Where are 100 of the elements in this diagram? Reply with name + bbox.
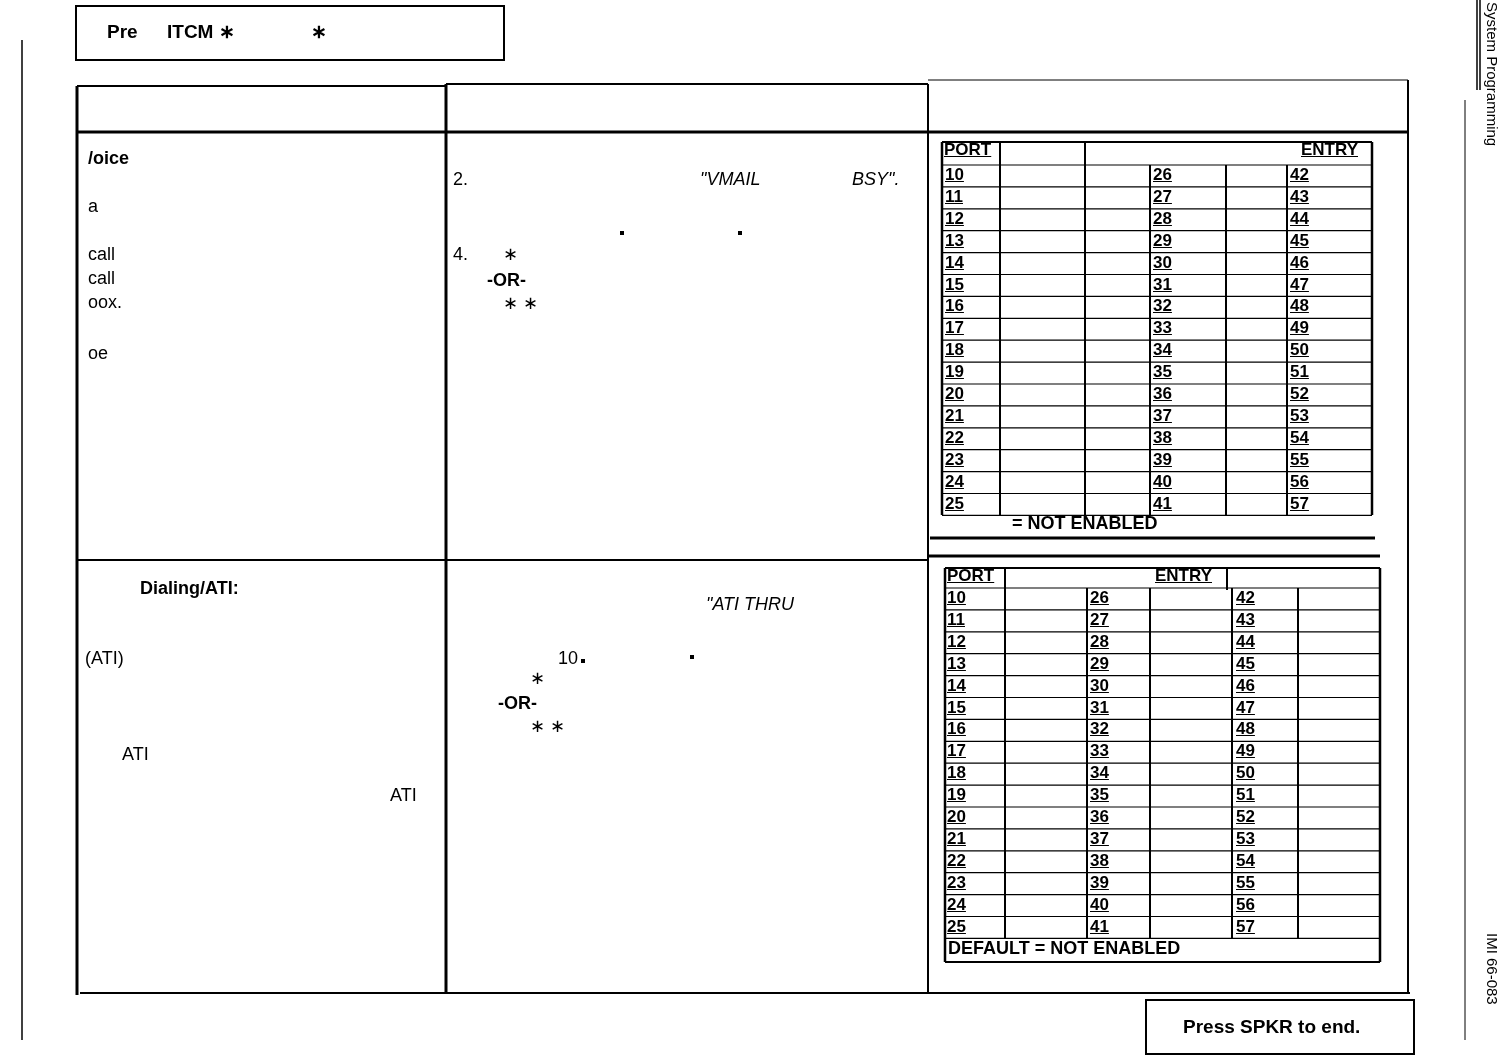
port-number: 16 xyxy=(945,296,964,317)
port-number: 29 xyxy=(1090,653,1109,674)
port-number: 21 xyxy=(947,828,966,849)
port-number: 36 xyxy=(1090,807,1109,827)
port-number: 23 xyxy=(947,872,966,893)
port-number: 44 xyxy=(1290,208,1309,229)
text-fragment: call xyxy=(88,268,115,288)
port-number: 49 xyxy=(1290,318,1309,339)
port-number: 40 xyxy=(1090,894,1109,915)
port-number: 24 xyxy=(947,894,966,915)
port-number: 51 xyxy=(1236,785,1255,806)
asterisk-key: ∗ ∗ xyxy=(530,716,565,736)
instruction-text: Press SPKR to end. xyxy=(1183,1016,1361,1038)
table-note: = NOT ENABLED xyxy=(1012,513,1158,533)
port-number: 22 xyxy=(945,427,964,448)
or-separator: -OR- xyxy=(498,693,537,713)
port-number: 50 xyxy=(1290,340,1309,361)
port-number: 19 xyxy=(947,785,966,806)
port-number: 13 xyxy=(947,653,966,674)
port-number: 43 xyxy=(1290,186,1309,207)
step-number: 4. xyxy=(453,244,468,264)
port-number: 34 xyxy=(1153,340,1172,361)
instruction-text: ∗ xyxy=(311,21,327,43)
port-number: 53 xyxy=(1290,405,1309,426)
instruction-text: ITCM ∗ xyxy=(167,21,235,43)
port-number: 28 xyxy=(1090,631,1109,652)
port-number: 30 xyxy=(1153,252,1172,273)
port-number: 43 xyxy=(1236,609,1255,630)
port-number: 54 xyxy=(1290,427,1309,448)
port-number: 32 xyxy=(1090,719,1109,740)
port-number: 33 xyxy=(1153,318,1172,339)
port-number: 14 xyxy=(945,252,964,273)
port-number: 17 xyxy=(945,318,964,339)
port-number: 23 xyxy=(945,449,964,470)
port-number: 41 xyxy=(1153,493,1172,514)
port-number: 19 xyxy=(945,362,964,383)
port-number: 48 xyxy=(1290,296,1309,317)
text-fragment: oox. xyxy=(88,292,123,312)
port-number: 20 xyxy=(945,384,964,404)
port-number: 32 xyxy=(1153,296,1172,317)
port-number: 57 xyxy=(1290,493,1309,514)
port-number: 12 xyxy=(947,631,966,652)
port-number: 52 xyxy=(1290,384,1309,404)
port-number: 44 xyxy=(1236,631,1255,652)
port-number: 56 xyxy=(1236,894,1255,915)
port-number: 45 xyxy=(1290,230,1309,251)
port-number: 37 xyxy=(1153,405,1172,426)
page-number: IMI 66-083 xyxy=(1484,933,1500,1005)
text-fragment: ATI xyxy=(390,785,417,805)
port-number: 33 xyxy=(1090,741,1109,762)
or-separator: -OR- xyxy=(487,270,526,290)
port-number: 14 xyxy=(947,675,966,696)
port-number: 26 xyxy=(1153,165,1172,185)
port-number: 49 xyxy=(1236,741,1255,762)
port-number: 41 xyxy=(1090,916,1109,937)
port-number: 24 xyxy=(945,471,964,492)
port-number: 51 xyxy=(1290,362,1309,383)
port-number: 21 xyxy=(945,405,964,426)
port-number: 42 xyxy=(1236,588,1255,608)
port-number: 11 xyxy=(945,186,963,207)
port-number: 47 xyxy=(1290,274,1309,295)
port-number: 53 xyxy=(1236,828,1255,849)
asterisk-key: ∗ xyxy=(530,668,545,688)
port-number: 27 xyxy=(1153,186,1172,207)
port-number: 22 xyxy=(947,850,966,871)
port-number: 35 xyxy=(1090,785,1109,806)
port-number: 11 xyxy=(947,609,965,630)
asterisk-key: ∗ ∗ xyxy=(503,293,538,313)
section-heading: Dialing/ATI: xyxy=(140,578,239,598)
port-number: 18 xyxy=(947,763,966,784)
port-number: 34 xyxy=(1090,763,1109,784)
port-number: 10 xyxy=(947,588,966,608)
port-number: 37 xyxy=(1090,828,1109,849)
port-number: 20 xyxy=(947,807,966,827)
port-number: 47 xyxy=(1236,697,1255,718)
table-note: DEFAULT = NOT ENABLED xyxy=(948,938,1181,958)
port-number: 31 xyxy=(1090,697,1109,718)
column-header: PORT xyxy=(944,140,992,160)
port-number: 56 xyxy=(1290,471,1309,492)
port-number: 45 xyxy=(1236,653,1255,674)
port-number: 25 xyxy=(947,916,966,937)
port-number: 38 xyxy=(1153,427,1172,448)
port-number: 52 xyxy=(1236,807,1255,827)
port-number: 16 xyxy=(947,719,966,740)
port-number: 17 xyxy=(947,741,966,762)
port-number: 36 xyxy=(1153,384,1172,404)
text-fragment: a xyxy=(88,196,98,216)
port-number: 55 xyxy=(1236,872,1255,893)
port-number: 25 xyxy=(945,493,964,514)
running-header: System Programming xyxy=(1484,2,1500,147)
port-number: 12 xyxy=(945,208,964,229)
column-header: PORT xyxy=(947,566,995,586)
asterisk-key: ∗ xyxy=(503,244,518,264)
step-number: 2. xyxy=(453,169,468,189)
port-number: 28 xyxy=(1153,208,1172,229)
instruction-box xyxy=(75,5,505,61)
port-number: 15 xyxy=(947,697,966,718)
port-number: 57 xyxy=(1236,916,1255,937)
display-text: "VMAIL xyxy=(700,169,761,189)
text-fragment: call xyxy=(88,244,115,264)
